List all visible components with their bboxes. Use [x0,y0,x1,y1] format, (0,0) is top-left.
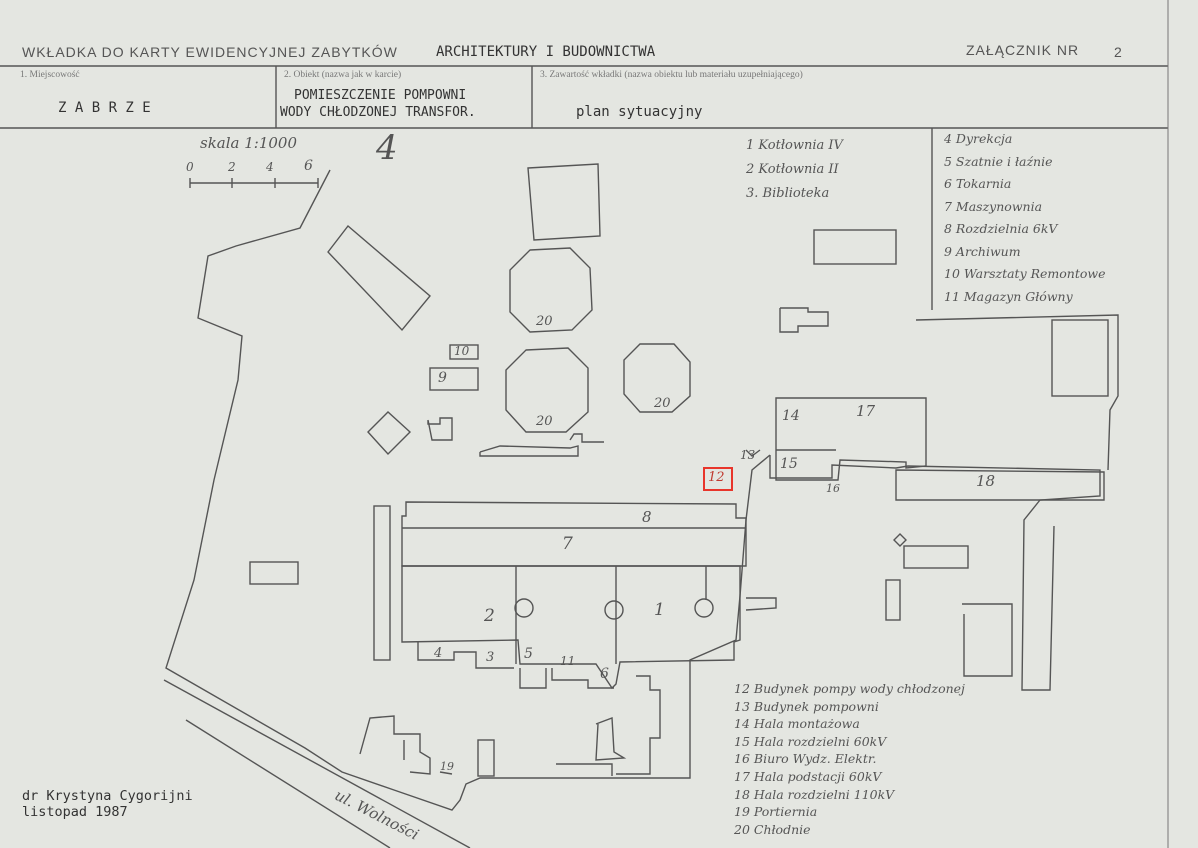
map-number-7: 7 [562,534,573,554]
scale-tick-4: 4 [266,160,274,174]
legend-item: 13 Budynek pompowni [734,698,879,714]
field-content-label: 3. Zawartość wkładki (nazwa obiektu lub … [540,70,803,80]
legend-item: 8 Rozdzielnia 6kV [944,221,1058,236]
scale-tick-6: 6 [304,158,313,174]
map-number-11: 11 [560,654,576,668]
form-title-typed: ARCHITEKTURY I BUDOWNICTWA [436,44,656,60]
legend-item: 5 Szatnie i łaźnie [944,153,1053,169]
legend-item: 7 Maszynownia [944,198,1043,214]
legend-item: 19 Portiernia [734,804,818,820]
field-locality-label: 1. Miejscowość [20,70,80,80]
map-number-3: 3 [486,650,495,665]
legend-item: 15 Hala rozdzielni 60kV [734,733,887,749]
legend-right: 4 Dyrekcja 5 Szatnie i łaźnie 6 Tokarnia… [944,128,1106,308]
map-number-20-c: 20 [654,396,671,411]
scale-label: skala 1:1000 [200,134,298,152]
map-number-16: 16 [826,482,840,495]
legend-item: 6 Tokarnia [944,176,1012,191]
legend-top: 1 Kotłownia IV 2 Kotłownia II 3. Bibliot… [746,134,843,206]
map-number-8: 8 [642,508,652,526]
legend-item: 20 Chłodnie [734,821,811,837]
legend-item: 9 Archiwum [944,243,1021,259]
map-number-10: 10 [454,344,470,358]
legend-bottom: 12 Budynek pompy wody chłodzonej 13 Budy… [734,680,965,838]
map-number-5: 5 [524,646,533,662]
map-number-14: 14 [782,408,800,424]
sheet-mark: 4 [376,128,398,168]
map-number-13: 13 [740,448,756,462]
author-date: listopad 1987 [22,804,128,820]
legend-item: 14 Hala montażowa [734,716,860,732]
legend-item: 1 Kotłownia IV [746,138,843,153]
map-number-6: 6 [600,666,609,682]
map-number-1: 1 [654,600,665,620]
author-name: dr Krystyna Cygorijni [22,788,193,804]
map-number-20-a: 20 [536,314,553,329]
legend-item: 3. Biblioteka [746,186,830,201]
attachment-number: 2 [1114,44,1123,60]
form-title: WKŁADKA DO KARTY EWIDENCYJNEJ ZABYTKÓW [22,44,398,60]
legend-item: 10 Warsztaty Remontowe [944,266,1106,281]
map-number-17: 17 [856,402,876,420]
legend-item: 4 Dyrekcja [944,131,1013,146]
field-object-value-2: WODY CHŁODZONEJ TRANSFOR. [280,105,476,120]
map-number-9: 9 [438,370,447,386]
scale-tick-0: 0 [186,160,194,174]
field-object-value-1: POMIESZCZENIE POMPOWNI [294,88,467,103]
legend-item: 16 Biuro Wydz. Elektr. [734,751,877,767]
legend-item: 18 Hala rozdzielni 110kV [734,786,895,802]
attachment-label: ZAŁĄCZNIK NR [966,42,1080,58]
field-object-label: 2. Obiekt (nazwa jak w karcie) [284,70,402,80]
field-locality-value: Z A B R Z E [58,100,151,116]
map-number-18: 18 [976,472,996,490]
map-number-2: 2 [484,606,495,626]
scale-tick-2: 2 [228,160,236,174]
map-number-19: 19 [440,760,454,773]
legend-item: 12 Budynek pompy wody chłodzonej [734,681,965,696]
map-number-4: 4 [434,646,443,661]
legend-item: 2 Kotłownia II [746,162,839,177]
legend-item: 17 Hala podstacji 60kV [734,768,882,784]
map-number-15: 15 [780,456,798,472]
field-content-value: plan sytuacyjny [576,104,703,120]
map-number-20-b: 20 [536,414,553,429]
legend-item: 11 Magazyn Główny [944,288,1073,304]
map-number-12: 12 [708,470,725,485]
